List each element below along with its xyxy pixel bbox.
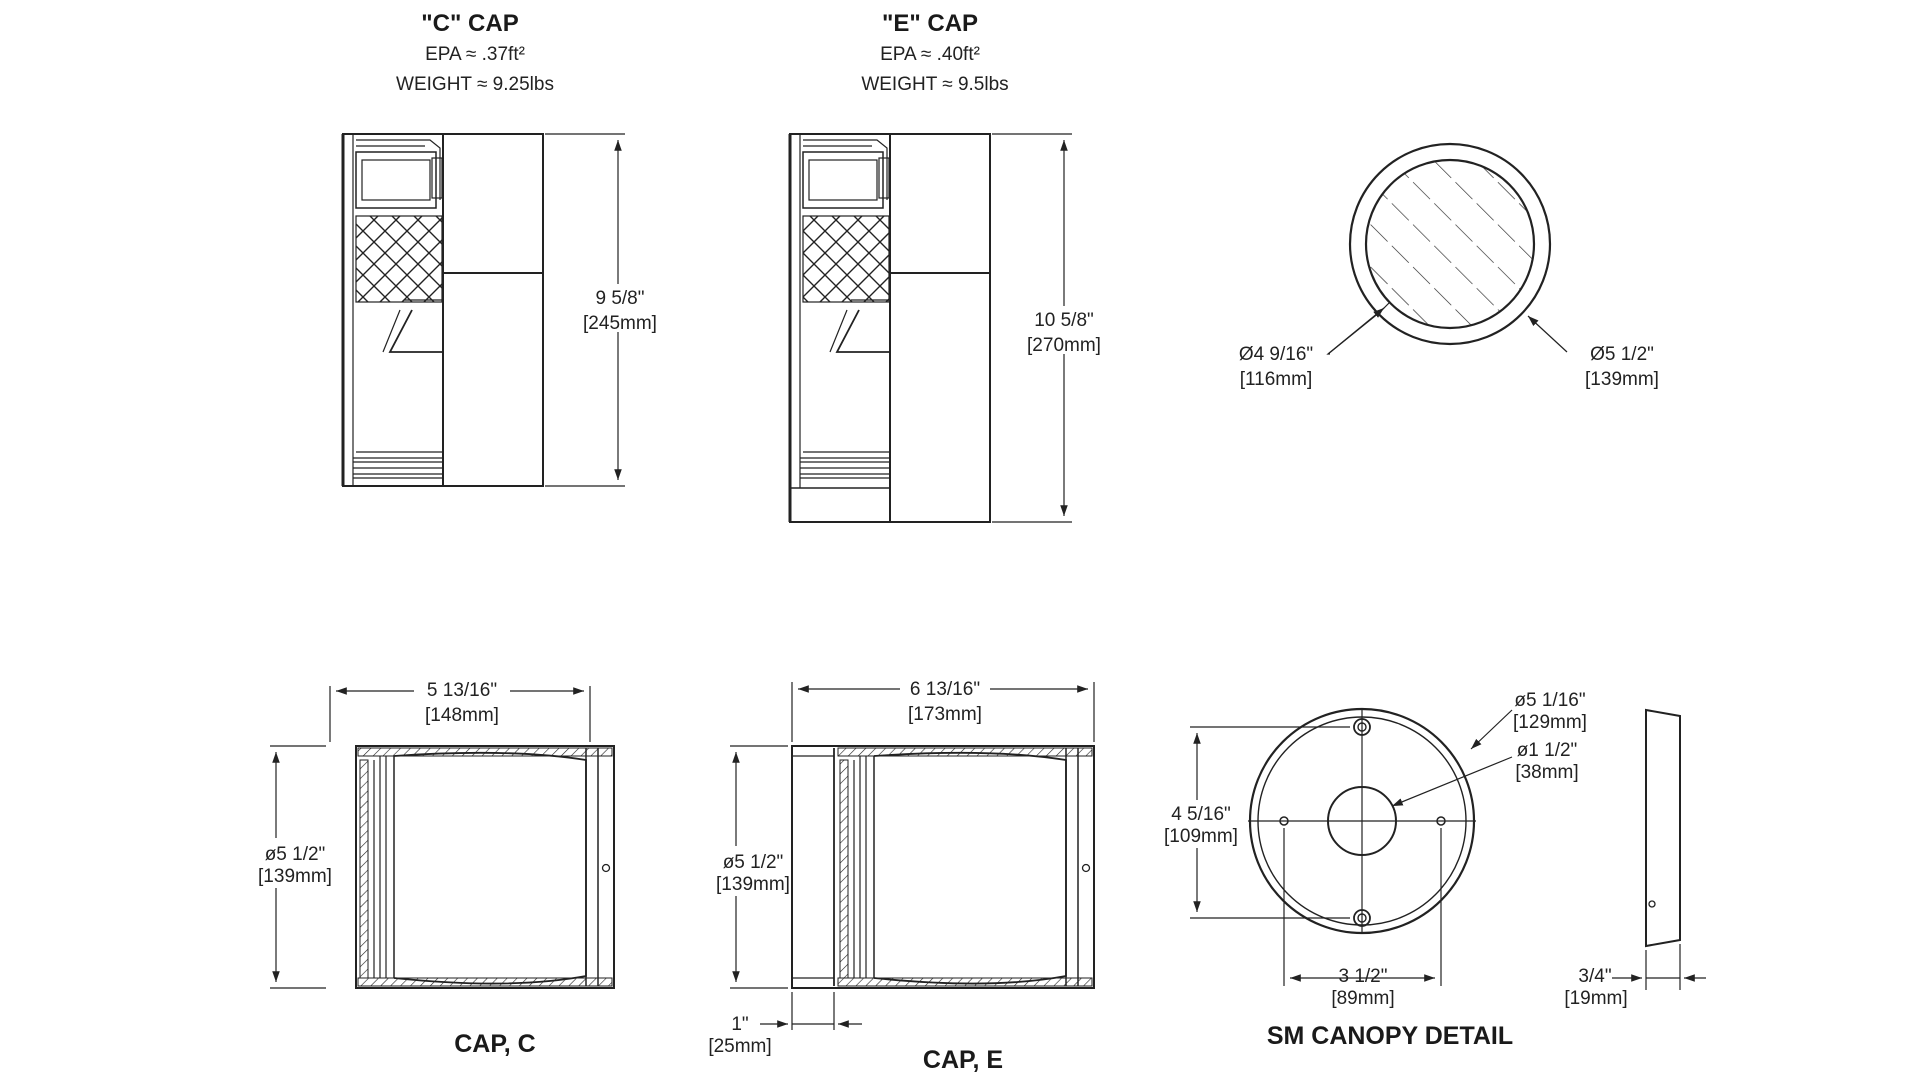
canopy-dims — [1190, 709, 1513, 982]
pole-cross-section — [1326, 142, 1568, 355]
cap-c-dia-mm: [139mm] — [258, 866, 332, 887]
cap-c-height-mm: [245mm] — [583, 313, 657, 334]
section-outer-mm: [139mm] — [1585, 369, 1659, 390]
cap-c-elevation — [341, 133, 544, 487]
canopy-hole-in: ø1 1/2" — [1516, 740, 1578, 761]
cap-c-height-in: 9 5/8" — [595, 288, 645, 309]
section-outer-in: Ø5 1/2" — [1590, 344, 1654, 365]
cap-e-label: CAP, E — [922, 1046, 1004, 1074]
canopy-side-profile — [1645, 708, 1681, 948]
canopy-depth-in: 3/4" — [1578, 966, 1612, 987]
cap-c-height-dim — [545, 133, 625, 487]
cap-e-height-dim — [992, 133, 1072, 523]
cap-c-width-mm: [148mm] — [425, 705, 499, 726]
canopy-outer-in: ø5 1/16" — [1514, 690, 1586, 711]
section-inner-mm: [116mm] — [1239, 369, 1313, 390]
cap-e-weight: WEIGHT ≈ 9.5lbs — [861, 74, 1009, 95]
canopy-depth-dim — [1612, 944, 1706, 990]
cap-c-label: CAP, C — [454, 1030, 536, 1058]
cap-e-elevation — [788, 133, 991, 523]
cap-e-width-in: 6 13/16" — [909, 679, 981, 700]
cap-e-dia-mm: [139mm] — [716, 874, 790, 895]
cap-c-width-in: 5 13/16" — [426, 680, 498, 701]
cap-c-epa: EPA ≈ .37ft² — [425, 44, 525, 65]
cap-c-dia-in: ø5 1/2" — [264, 844, 326, 865]
canopy-depth-mm: [19mm] — [1564, 988, 1628, 1009]
cap-e-title: "E" CAP — [881, 10, 979, 37]
cap-c-plan-dims — [270, 686, 591, 989]
canopy-outer-mm: [129mm] — [1513, 712, 1587, 733]
section-inner-in: Ø4 9/16" — [1238, 344, 1314, 365]
cap-e-height-mm: [270mm] — [1027, 335, 1101, 356]
canopy-plan — [1248, 707, 1476, 986]
canopy-vert-mm: [109mm] — [1164, 826, 1238, 847]
cap-e-dia-in: ø5 1/2" — [722, 852, 784, 873]
canopy-label: SM CANOPY DETAIL — [1266, 1022, 1514, 1050]
cap-e-plan-dims — [730, 682, 1095, 1030]
cap-e-width-mm: [173mm] — [908, 704, 982, 725]
canopy-horiz-mm: [89mm] — [1331, 988, 1395, 1009]
cap-e-plan — [791, 745, 1095, 989]
cap-e-height-in: 10 5/8" — [1034, 310, 1094, 331]
cap-e-epa: EPA ≈ .40ft² — [880, 44, 980, 65]
cap-e-offset-mm: [25mm] — [708, 1036, 772, 1057]
cap-e-offset-in: 1" — [731, 1014, 749, 1035]
cap-c-title: "C" CAP — [421, 10, 519, 37]
cap-c-weight: WEIGHT ≈ 9.25lbs — [396, 74, 554, 95]
canopy-hole-mm: [38mm] — [1515, 762, 1579, 783]
canopy-vert-in: 4 5/16" — [1171, 804, 1231, 825]
cap-c-plan — [355, 745, 615, 989]
canopy-horiz-in: 3 1/2" — [1338, 966, 1388, 987]
